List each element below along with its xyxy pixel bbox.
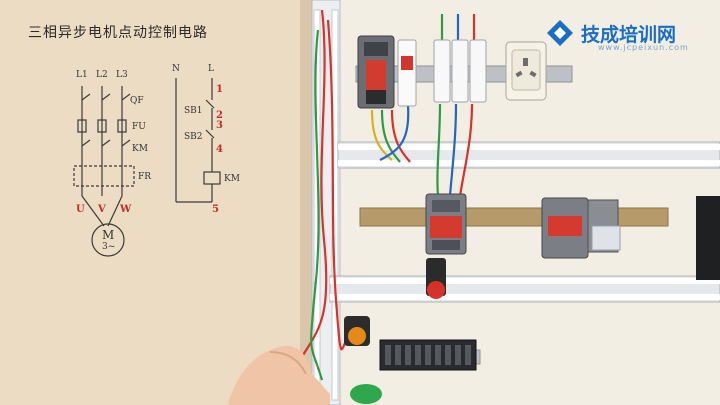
node-5: 5 bbox=[212, 204, 219, 215]
panel-device bbox=[696, 196, 720, 280]
start-button bbox=[344, 316, 370, 346]
sb1-label: SB1 bbox=[184, 106, 203, 116]
coil-label: KM bbox=[224, 174, 240, 184]
phase-label-l3: L3 bbox=[116, 70, 128, 80]
sb2-label: SB2 bbox=[184, 132, 203, 142]
phase-label-l2: L2 bbox=[96, 70, 108, 80]
phase-label-l1: L1 bbox=[76, 70, 88, 80]
wires bbox=[299, 9, 476, 381]
contactor bbox=[425, 193, 467, 255]
node-3: 3 bbox=[216, 120, 223, 131]
motor-label: M bbox=[102, 228, 115, 242]
logo-url: www.jcpeixun.com bbox=[598, 43, 689, 52]
node-1: 1 bbox=[216, 84, 223, 95]
contactor-with-thermal-relay bbox=[541, 197, 621, 259]
terminal-block bbox=[379, 339, 477, 371]
relay-label: FR bbox=[138, 172, 152, 182]
indicator-light bbox=[426, 258, 446, 299]
control-label-l: L bbox=[208, 64, 214, 74]
diagram-title: 三相异步电机点动控制电路 bbox=[28, 25, 208, 41]
marker-u: U bbox=[76, 204, 85, 215]
motor-protection-breaker bbox=[357, 35, 395, 109]
node-4: 4 bbox=[216, 144, 223, 155]
control-label-n: N bbox=[172, 64, 180, 74]
control-circuit-diagram bbox=[175, 78, 221, 203]
cable-duct-bottom bbox=[329, 275, 720, 303]
breaker-label: QF bbox=[130, 96, 144, 106]
motor-phase-label: 3~ bbox=[102, 242, 116, 252]
cable-duct-top bbox=[337, 141, 720, 169]
din-rail-middle bbox=[359, 207, 669, 227]
hand bbox=[228, 345, 330, 405]
node-2: 2 bbox=[216, 110, 223, 121]
drawing-board bbox=[0, 0, 310, 405]
green-button bbox=[350, 384, 382, 404]
power-circuit-diagram bbox=[73, 86, 135, 257]
brand-logo: 技成培训网 bbox=[545, 18, 676, 48]
logo-icon bbox=[547, 20, 573, 46]
miniature-breaker bbox=[397, 39, 417, 107]
power-socket bbox=[505, 41, 547, 101]
fuse-holders bbox=[433, 39, 487, 103]
fuse-label: FU bbox=[132, 122, 146, 132]
logo-text: 技成培训网 bbox=[581, 23, 677, 46]
contactor-label: KM bbox=[132, 144, 148, 154]
marker-w: W bbox=[120, 204, 132, 215]
marker-v: V bbox=[98, 204, 106, 215]
